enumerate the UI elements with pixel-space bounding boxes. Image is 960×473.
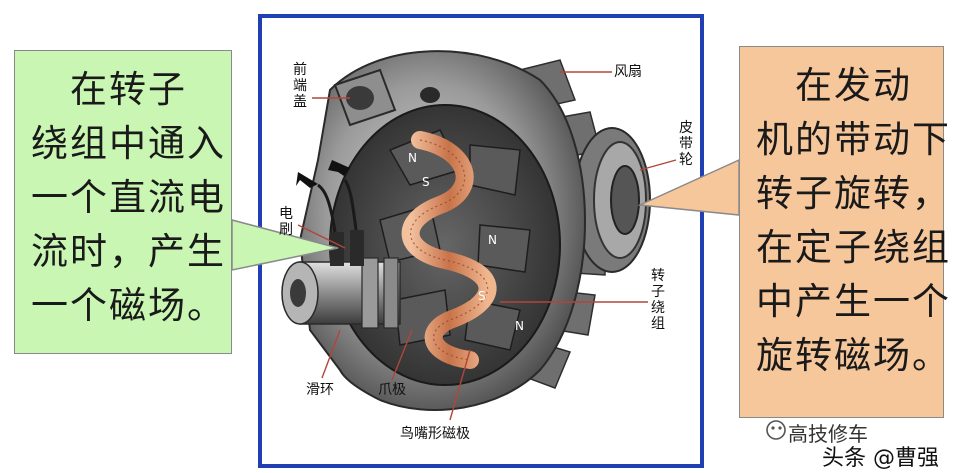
- right-callout-line: 在定子绕组: [756, 226, 951, 269]
- pole-s-2: S: [478, 289, 486, 303]
- left-callout-pointer: [231, 219, 339, 271]
- left-callout-line: 在转子: [31, 68, 187, 111]
- left-callout-line: 一个磁场。: [31, 284, 226, 327]
- pole-n-1: N: [408, 151, 417, 165]
- label-front-cover: 前端盖: [293, 62, 307, 110]
- right-callout-line: 中产生一个: [756, 280, 951, 323]
- left-callout-line: 绕组中通入: [31, 122, 226, 165]
- label-brush: 电刷: [279, 206, 293, 238]
- label-claw-pole: 爪极: [378, 382, 406, 398]
- pole-n-3: N: [515, 319, 524, 333]
- watermark-author: 头条 @曹强: [822, 446, 939, 471]
- right-callout: 在发动 机的带动下 转子旋转， 在定子绕组 中产生一个 旋转磁场。: [739, 46, 951, 418]
- leader-lines: [297, 71, 677, 421]
- pulley-graphic: [573, 127, 651, 273]
- right-callout-line: 旋转磁场。: [756, 334, 951, 377]
- label-rotor-winding: 转子绕组: [651, 268, 665, 332]
- label-fan: 风扇: [614, 64, 642, 80]
- pole-s-1: S: [422, 175, 430, 189]
- left-callout-line: 一个直流电: [31, 176, 226, 219]
- right-callout-line: 在发动: [756, 64, 912, 107]
- left-callout: 在转子 绕组中通入 一个直流电 流时，产生 一个磁场。: [14, 50, 232, 354]
- right-callout-line: 机的带动下: [756, 118, 951, 161]
- left-callout-line: 流时，产生: [31, 230, 226, 273]
- slip-ring-shaft: [281, 257, 401, 329]
- label-pulley: 皮带轮: [679, 120, 693, 168]
- watermark-channel: 高技修车: [788, 422, 868, 446]
- motion-arrows: [296, 160, 350, 188]
- front-cover-ear: [333, 68, 440, 127]
- pole-n-2: N: [488, 233, 497, 247]
- claw-poles: [379, 129, 531, 351]
- brush-assembly: [317, 179, 364, 266]
- watermark-logo: [766, 420, 786, 440]
- label-beak-pole: 鸟嘴形磁极: [400, 426, 470, 442]
- right-callout-line: 转子旋转，: [756, 172, 951, 215]
- label-slip-ring: 滑环: [306, 382, 334, 398]
- right-callout-pointer: [637, 158, 740, 216]
